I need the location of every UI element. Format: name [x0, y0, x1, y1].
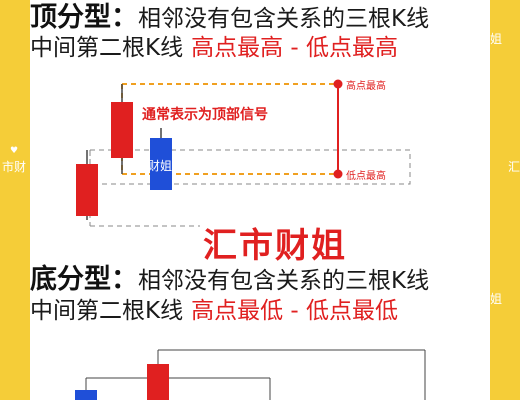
bottom-title-middle-k: 中间第二根K线 — [30, 298, 184, 324]
heart-icon: ♥ — [10, 146, 19, 156]
bottom-candle-middle — [147, 364, 169, 400]
top-high-dot — [333, 79, 343, 89]
content-card: 顶分型：相邻没有包含关系的三根K线 中间第二根K线高点最高 - 低点最高 通常表… — [30, 0, 490, 400]
top-title-middle-k: 中间第二根K线 — [30, 35, 184, 61]
bottom-title-line1: 底分型：相邻没有包含关系的三根K线 — [30, 266, 490, 295]
top-annotation: 通常表示为顶部信号 — [142, 106, 268, 123]
bottom-title-rule: 高点最低 - 低点最低 — [191, 298, 399, 324]
top-candle-middle — [111, 102, 133, 158]
watermark-text: 汇市财姐 — [203, 226, 347, 266]
bottom-title-desc: 相邻没有包含关系的三根K线 — [138, 268, 430, 294]
top-low-dot — [333, 169, 343, 179]
side-watermark-right-top: 姐 — [490, 32, 503, 46]
top-fractal-diagram: 通常表示为顶部信号 高点最高 低点最高 财姐 — [76, 79, 411, 227]
top-title-head: 顶分型： — [30, 2, 138, 33]
top-candle-left — [76, 164, 98, 216]
bottom-title-line2: 中间第二根K线高点最低 - 低点最低 — [30, 297, 490, 325]
top-gray-dashed-box — [89, 149, 411, 185]
top-title-rule: 高点最高 - 低点最高 — [191, 35, 399, 61]
side-watermark-right: 汇 — [508, 160, 520, 174]
top-title-desc: 相邻没有包含关系的三根K线 — [138, 6, 430, 32]
top-overlay-text: 财姐 — [148, 159, 172, 173]
side-watermark-left: 市财 — [2, 160, 27, 174]
bottom-title-head: 底分型： — [30, 264, 138, 295]
side-watermark-right-bottom: 姐 — [490, 292, 503, 306]
top-candle-right — [150, 138, 172, 190]
top-title-line1: 顶分型：相邻没有包含关系的三根K线 — [30, 4, 490, 33]
top-label-high: 高点最高 — [346, 79, 386, 92]
bottom-fractal-diagram — [75, 349, 426, 400]
top-label-low: 低点最高 — [346, 169, 386, 182]
bottom-candle-left — [75, 390, 97, 400]
top-title-line2: 中间第二根K线高点最高 - 低点最高 — [30, 34, 490, 62]
